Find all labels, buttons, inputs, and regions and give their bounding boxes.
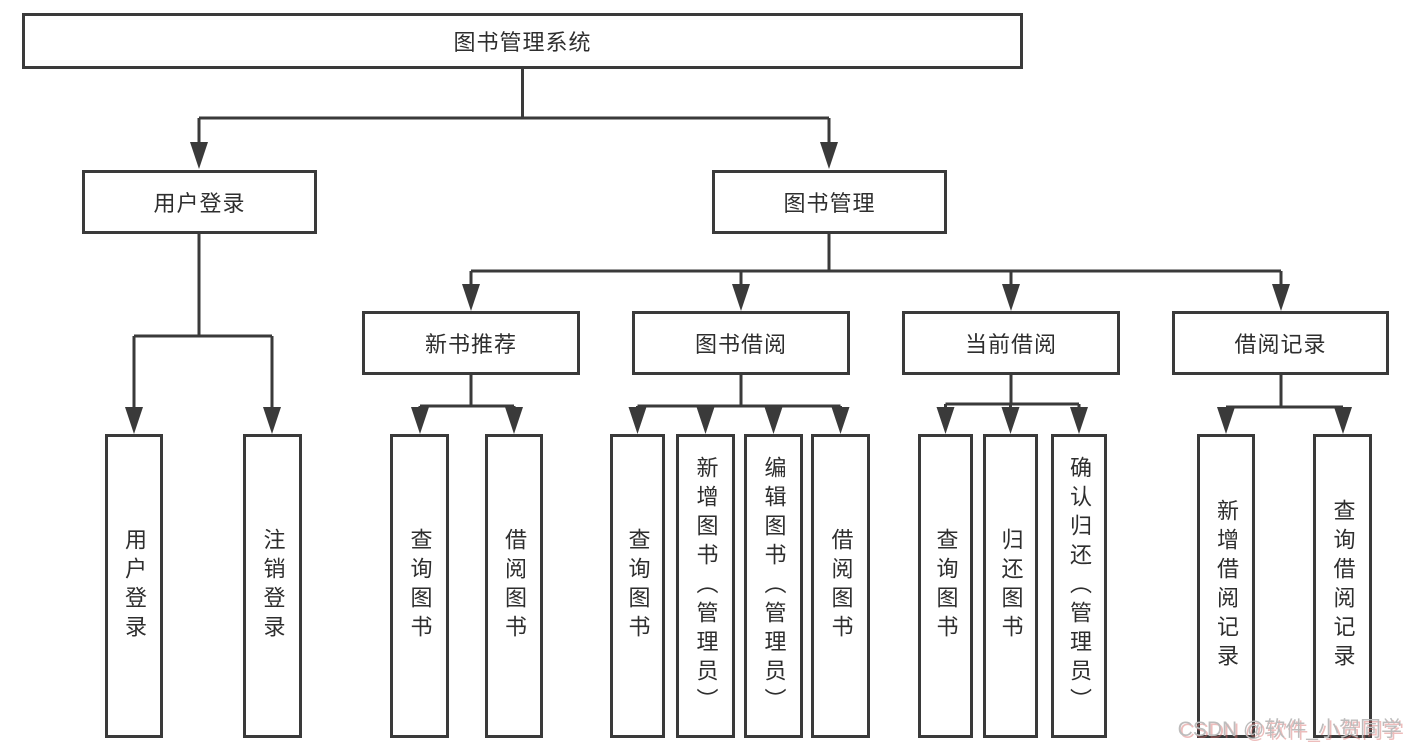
node-label: 新书推荐 bbox=[424, 332, 517, 357]
connector-new-book-rec-to-leaves bbox=[418, 375, 516, 416]
leaf-nbr-borrow-books: 借阅图书 bbox=[485, 434, 543, 738]
node-label: 借阅记录 bbox=[1234, 332, 1327, 357]
arrowhead bbox=[1272, 284, 1290, 311]
leaf-bb-edit-books-admin: 编辑图书（管理员） bbox=[744, 434, 803, 738]
arrowhead bbox=[936, 407, 955, 434]
leaf-label: 编辑图书（管理员） bbox=[761, 455, 787, 717]
leaf-label: 查询图书 bbox=[933, 528, 959, 644]
arrowhead bbox=[820, 142, 838, 169]
arrowhead bbox=[1217, 407, 1235, 434]
leaf-nbr-query-books: 查询图书 bbox=[390, 434, 449, 738]
node-current-borrowing: 当前借阅 bbox=[902, 311, 1120, 375]
leaf-bb-query-books: 查询图书 bbox=[610, 434, 665, 738]
arrowhead bbox=[411, 407, 429, 434]
connector-book-mgmt-to-level3 bbox=[469, 233, 1283, 292]
leaf-label: 归还图书 bbox=[998, 528, 1024, 644]
leaf-br-add-record: 新增借阅记录 bbox=[1197, 434, 1255, 738]
node-user-login: 用户登录 bbox=[82, 170, 317, 234]
leaf-label: 用户登录 bbox=[122, 528, 147, 644]
node-book-management: 图书管理 bbox=[712, 170, 947, 234]
arrowhead bbox=[628, 407, 647, 434]
arrowhead bbox=[263, 407, 281, 434]
connector-user-login-to-leaves bbox=[132, 233, 274, 416]
leaf-bb-borrow-books: 借阅图书 bbox=[811, 434, 870, 738]
arrowhead bbox=[1070, 407, 1088, 434]
node-label: 图书管理系统 bbox=[453, 30, 592, 55]
node-library-management-system: 图书管理系统 bbox=[22, 13, 1023, 69]
arrowheads bbox=[125, 142, 1352, 434]
leaf-label: 新增借阅记录 bbox=[1214, 499, 1239, 673]
leaf-label: 借阅图书 bbox=[502, 528, 527, 644]
leaf-user-login: 用户登录 bbox=[105, 434, 163, 738]
node-label: 图书借阅 bbox=[694, 332, 787, 357]
arrowhead bbox=[505, 407, 523, 434]
arrowhead bbox=[1334, 407, 1352, 434]
leaf-cb-return-books: 归还图书 bbox=[983, 434, 1038, 738]
watermark-csdn: CSDN @软件_小贺同学 bbox=[1177, 718, 1402, 741]
leaf-bb-add-books-admin: 新增图书（管理员） bbox=[676, 434, 735, 738]
connector-borrow-records-to-leaves bbox=[1224, 375, 1345, 416]
leaf-label: 注销登录 bbox=[260, 528, 286, 644]
leaf-label: 查询图书 bbox=[625, 528, 651, 644]
node-label: 当前借阅 bbox=[964, 332, 1057, 357]
leaf-br-query-record: 查询借阅记录 bbox=[1313, 434, 1372, 738]
connector-book-borrow-to-leaves bbox=[636, 375, 842, 416]
leaf-cb-confirm-return-admin: 确认归还（管理员） bbox=[1051, 434, 1107, 738]
leaf-label: 查询借阅记录 bbox=[1330, 499, 1356, 673]
node-book-borrowing: 图书借阅 bbox=[632, 311, 850, 375]
arrowhead bbox=[764, 407, 783, 434]
arrowhead bbox=[1001, 407, 1020, 434]
arrowhead bbox=[190, 142, 208, 169]
leaf-label: 新增图书（管理员） bbox=[693, 455, 719, 717]
arrowhead bbox=[696, 407, 715, 434]
leaf-label: 查询图书 bbox=[407, 528, 433, 644]
connector-root-to-level2 bbox=[197, 69, 831, 150]
leaf-label: 确认归还（管理员） bbox=[1067, 455, 1092, 717]
leaf-logout: 注销登录 bbox=[243, 434, 302, 738]
node-borrowing-records: 借阅记录 bbox=[1172, 311, 1389, 375]
node-label: 图书管理 bbox=[783, 191, 876, 216]
leaf-label: 借阅图书 bbox=[828, 528, 854, 644]
arrowhead bbox=[125, 407, 143, 434]
arrowhead bbox=[1002, 284, 1020, 311]
arrowhead bbox=[462, 284, 480, 311]
arrowhead bbox=[831, 407, 850, 434]
node-label: 用户登录 bbox=[153, 191, 246, 216]
arrowhead bbox=[732, 284, 750, 311]
leaf-cb-query-books: 查询图书 bbox=[918, 434, 973, 738]
node-new-book-recommend: 新书推荐 bbox=[362, 311, 580, 375]
